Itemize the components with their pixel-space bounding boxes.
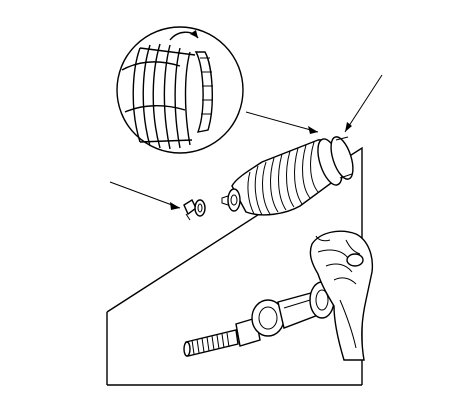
detail-leader-arrow bbox=[245, 111, 319, 134]
steering-rack-boot bbox=[221, 136, 354, 216]
detail-clamp-band bbox=[194, 51, 213, 133]
boot-large-clamp bbox=[330, 136, 354, 180]
clamp-pointer-line bbox=[344, 74, 383, 133]
hand bbox=[309, 230, 374, 361]
detail-boot-folds bbox=[121, 43, 196, 150]
rotation-arrow-icon bbox=[169, 30, 199, 41]
boot-small-end bbox=[227, 188, 241, 212]
boot-clamp-detail bbox=[116, 26, 244, 154]
tie-rod-inner-end bbox=[183, 279, 349, 357]
threaded-rod bbox=[183, 329, 239, 357]
thumb bbox=[346, 253, 364, 267]
boot-small-clamp bbox=[109, 181, 206, 221]
